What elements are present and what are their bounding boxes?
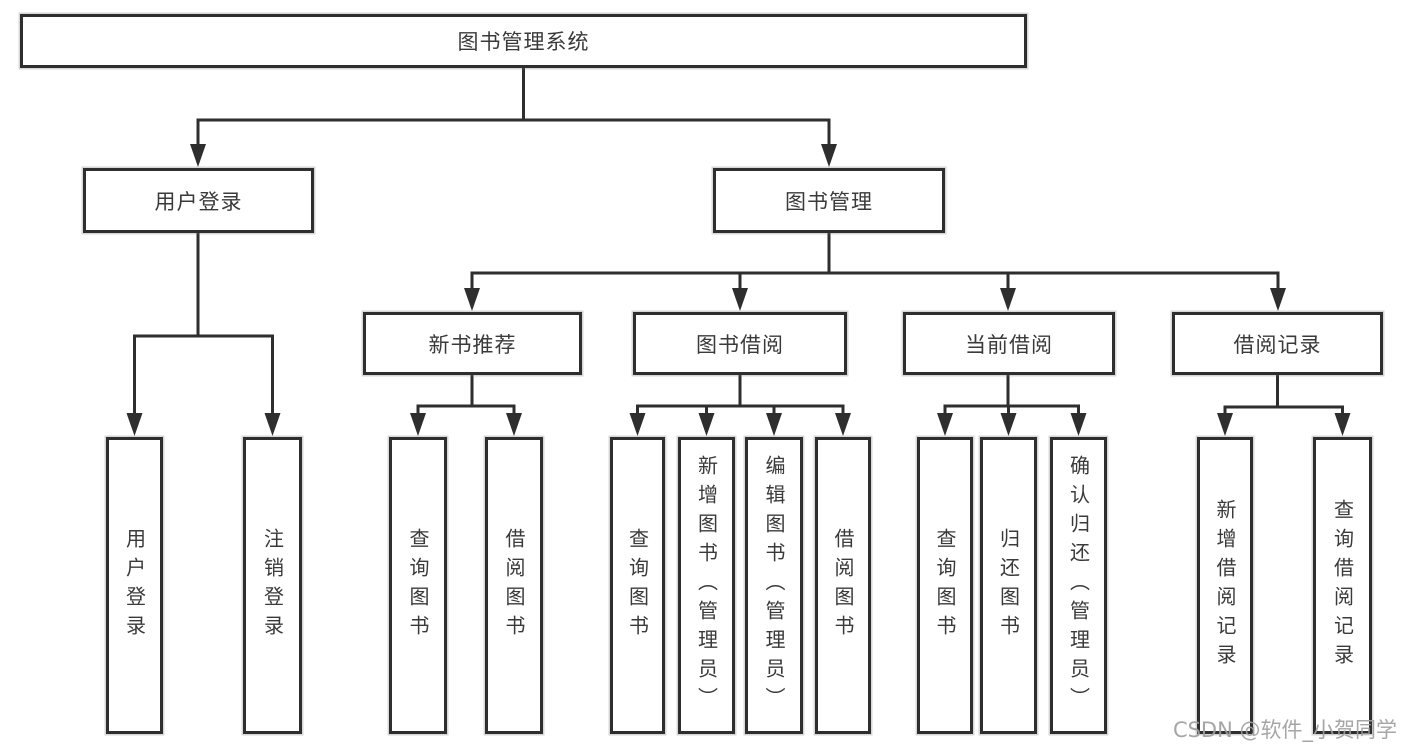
node-root-label: 图书管理系统 [457, 30, 590, 54]
leaf-return-book: 归还图书 [980, 437, 1037, 734]
node-book-borrow: 图书借阅 [633, 312, 847, 375]
leaf-query-books-borrow-label: 查询图书 [625, 527, 650, 644]
leaf-query-books-current-label: 查询图书 [933, 527, 957, 644]
leaf-logout-label: 注销登录 [260, 527, 285, 644]
csdn-watermark: CSDN @软件_小贺同学 [1172, 718, 1397, 742]
leaf-borrow-books-recommend: 借阅图书 [485, 437, 543, 734]
node-root: 图书管理系统 [20, 14, 1027, 68]
leaf-user-login-label: 用户登录 [122, 527, 147, 644]
leaf-query-books-borrow: 查询图书 [610, 437, 665, 734]
leaf-add-book-admin-label: 新增图书（管理员） [694, 455, 719, 716]
leaf-edit-book-admin: 编辑图书（管理员） [745, 437, 803, 734]
leaf-add-borrow-record-label: 新增借阅记录 [1213, 498, 1237, 673]
node-current-borrow-label: 当前借阅 [965, 332, 1053, 357]
node-book-management-label: 图书管理 [785, 189, 873, 214]
leaf-user-login: 用户登录 [106, 437, 163, 734]
leaf-query-books-recommend: 查询图书 [389, 437, 447, 734]
node-book-borrow-label: 图书借阅 [696, 332, 784, 357]
leaf-borrow-books: 借阅图书 [815, 437, 871, 734]
node-book-management: 图书管理 [713, 168, 945, 233]
leaf-confirm-return-admin: 确认归还（管理员） [1050, 437, 1107, 734]
leaf-query-borrow-record-label: 查询借阅记录 [1330, 498, 1355, 673]
node-new-book-recommend-label: 新书推荐 [428, 332, 517, 357]
leaf-return-book-label: 归还图书 [996, 527, 1021, 644]
node-new-book-recommend: 新书推荐 [363, 312, 582, 375]
leaf-confirm-return-admin-label: 确认归还（管理员） [1066, 455, 1091, 716]
leaf-borrow-books-recommend-label: 借阅图书 [502, 527, 526, 644]
leaf-add-borrow-record: 新增借阅记录 [1197, 437, 1253, 734]
leaf-logout: 注销登录 [243, 437, 302, 734]
leaf-borrow-books-label: 借阅图书 [831, 527, 855, 644]
leaf-query-borrow-record: 查询借阅记录 [1313, 437, 1372, 734]
node-borrow-records-label: 借阅记录 [1233, 332, 1322, 357]
leaf-query-books-recommend-label: 查询图书 [406, 527, 430, 644]
node-user-login: 用户登录 [83, 168, 314, 233]
leaf-query-books-current: 查询图书 [917, 437, 973, 734]
node-user-login-label: 用户登录 [154, 189, 243, 214]
node-borrow-records: 借阅记录 [1172, 312, 1383, 375]
leaf-add-book-admin: 新增图书（管理员） [678, 437, 735, 734]
leaf-edit-book-admin-label: 编辑图书（管理员） [762, 455, 786, 716]
node-current-borrow: 当前借阅 [903, 312, 1115, 375]
